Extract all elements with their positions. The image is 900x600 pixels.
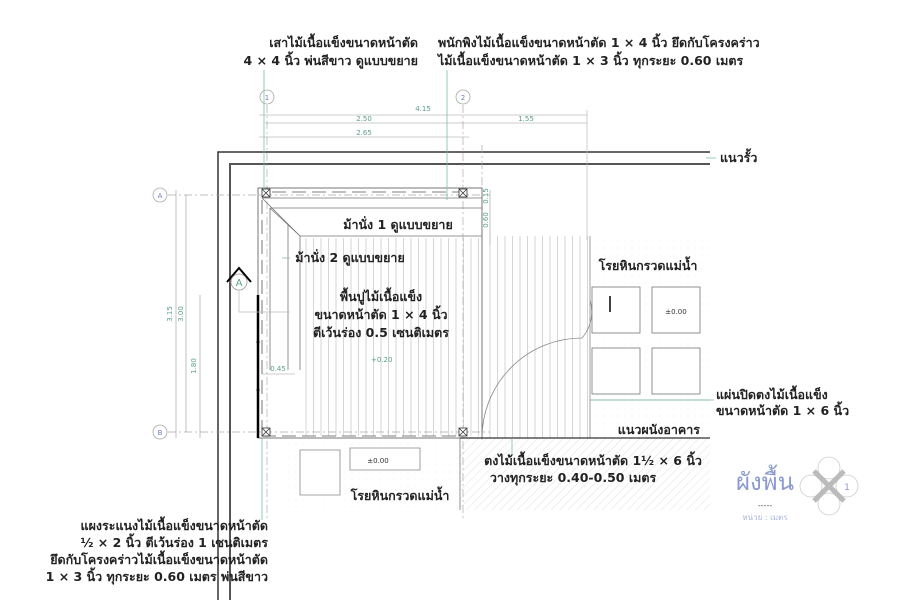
- title-symbol-icon: [799, 456, 859, 516]
- label-floor: ตีเว้นร่อง 0.5 เซนติเมตร: [313, 325, 449, 340]
- post-icon: [458, 188, 468, 198]
- dimension-3-15: 3.15: [166, 306, 174, 322]
- label-floor: พื้นปูไม้เนื้อแข็ง: [340, 287, 422, 305]
- dimension-2-65: 2.65: [356, 129, 372, 137]
- grid-bubble-a: A: [152, 187, 168, 203]
- gravel-area-right: [590, 235, 710, 438]
- label-cover: ขนาดหน้าตัด 1 × 6 นิ้ว: [716, 401, 849, 418]
- grid-label: 1: [265, 94, 269, 102]
- building-hatch: [460, 438, 710, 510]
- paver-boards: [489, 236, 588, 438]
- level-gravel-bottom: ±0.00: [367, 457, 388, 465]
- drawing-title: ผังพื้น ----- หน่วย : เมตร 1: [736, 456, 859, 522]
- section-marker-a: A: [226, 266, 290, 313]
- post-icons: [261, 188, 468, 437]
- label-joist: วางทุกระยะ 0.40-0.50 เมตร: [490, 470, 657, 486]
- leader-lines: [261, 70, 716, 520]
- title-underline: -----: [758, 501, 773, 510]
- screen-panel: [256, 295, 260, 438]
- label-fence: แนวรั้ว: [720, 148, 757, 165]
- grid-label: B: [158, 429, 163, 437]
- label-screen: แผงระแนงไม้เนื้อแข็งขนาดหน้าตัด: [81, 516, 268, 533]
- post-icon: [261, 427, 271, 437]
- post-icon: [261, 188, 271, 198]
- label-gravel-right: โรยหินกรวดแม่น้ำ: [598, 256, 698, 273]
- label-screen: ยึดกับโครงคร่าวไม้เนื้อแข็งขนาดหน้าตัด: [50, 550, 268, 567]
- label-screen: ½ × 2 นิ้ว ตีเว้นร่อง 1 เซนติเมตร: [80, 533, 268, 550]
- grid-bubble-2: 2: [455, 89, 471, 105]
- label-screen: 1 × 3 นิ้ว ทุกระยะ 0.60 เมตร พ่นสีขาว: [46, 567, 268, 585]
- stepping-stones: [591, 286, 701, 395]
- bench-1: [261, 197, 482, 237]
- grid-bubble-b: B: [152, 424, 168, 440]
- dimension-1-55: 1.55: [518, 115, 534, 123]
- dimension-2-50: 2.50: [356, 115, 372, 123]
- dimension-3-00: 3.00: [177, 306, 185, 322]
- grid-label: 2: [461, 94, 465, 102]
- label-rail: พนักพิงไม้เนื้อแข็งขนาดหน้าตัด 1 × 4 นิ้…: [438, 33, 760, 50]
- label-gravel-bottom: โรยหินกรวดแม่น้ำ: [350, 486, 450, 503]
- label-building-wall: แนวผนังอาคาร: [618, 422, 701, 437]
- label-bench-1: ม้านั่ง 1 ดูแบบขยาย: [343, 216, 453, 233]
- level-gravel-right: ±0.00: [665, 308, 686, 316]
- dimension-total: 4.15: [415, 105, 431, 113]
- post-icon: [458, 427, 468, 437]
- dimension-0-45: 0.45: [270, 365, 286, 373]
- dimension-1-80: 1.80: [190, 358, 198, 374]
- title-unit: หน่วย : เมตร: [742, 513, 788, 522]
- label-post: 4 × 4 นิ้ว พ่นสีขาว ดูแบบขยาย: [244, 51, 418, 69]
- section-label: A: [236, 278, 243, 289]
- dimension-lines: [175, 114, 587, 438]
- label-post: เสาไม้เนื้อแข็งขนาดหน้าตัด: [269, 33, 418, 50]
- fence-line: [217, 151, 710, 600]
- dimension-0-60: 0.60: [482, 212, 490, 228]
- label-floor: ขนาดหน้าตัด 1 × 4 นิ้ว: [314, 305, 447, 322]
- label-bench-2: ม้านั่ง 2 ดูแบบขยาย: [295, 249, 405, 266]
- bottom-stones: [299, 447, 421, 496]
- title-number: 1: [844, 483, 850, 493]
- dimension-0-15: 0.15: [482, 188, 490, 204]
- label-rail: ไม้เนื้อแข็งขนาดหน้าตัด 1 × 3 นิ้ว ทุกระ…: [436, 51, 743, 69]
- deck-floor: [257, 187, 483, 439]
- level-deck: +0.20: [371, 356, 392, 364]
- bench-2: [269, 208, 301, 370]
- label-joist: ตงไม้เนื้อแข็งขนาดหน้าตัด 1½ × 6 นิ้ว: [484, 451, 702, 468]
- grid-label: A: [158, 192, 163, 200]
- label-cover: แผ่นปิดตงไม้เนื้อแข็ง: [716, 385, 828, 402]
- grid-bubble-1: 1: [259, 89, 275, 105]
- title-name: ผังพื้น: [736, 464, 794, 496]
